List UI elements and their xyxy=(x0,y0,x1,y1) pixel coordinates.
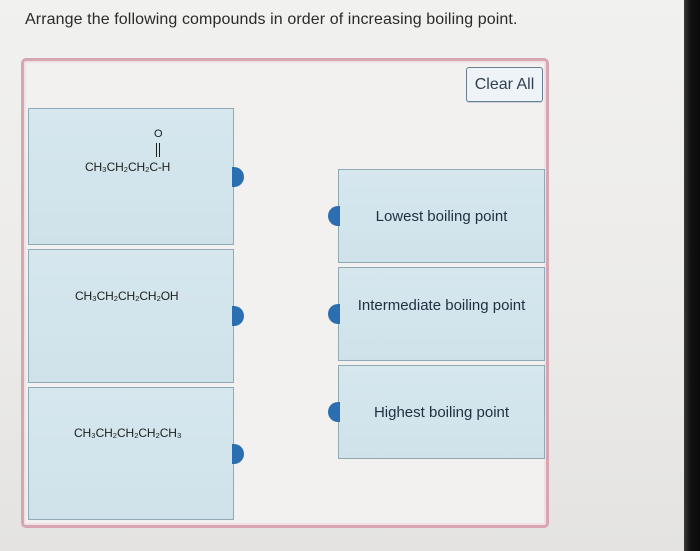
compound-formula: CH₃CH₂CH₂C-H xyxy=(85,160,171,174)
target-label: Intermediate boiling point xyxy=(357,297,526,314)
compound-formula: CH₃CH₂CH₂CH₂OH xyxy=(75,289,179,303)
question-prompt: Arrange the following compounds in order… xyxy=(25,11,518,28)
compound-card-butanol[interactable]: CH₃CH₂CH₂CH₂OH xyxy=(28,249,234,383)
compound-formula: CH₃CH₂CH₂CH₂CH₃ xyxy=(74,426,182,440)
compound-card-butanal[interactable]: O CH₃CH₂CH₂C-H xyxy=(28,108,234,245)
target-slot-lowest[interactable]: Lowest boiling point xyxy=(338,169,545,263)
target-label: Highest boiling point xyxy=(373,404,510,421)
double-bond-icon xyxy=(156,143,160,157)
screen-edge xyxy=(684,0,700,551)
target-slot-highest[interactable]: Highest boiling point xyxy=(338,365,545,459)
target-label: Lowest boiling point xyxy=(375,208,508,225)
carbonyl-oxygen-label: O xyxy=(154,128,163,140)
clear-all-button[interactable]: Clear All xyxy=(466,67,543,102)
target-slot-intermediate[interactable]: Intermediate boiling point xyxy=(338,267,545,361)
compound-card-pentane[interactable]: CH₃CH₂CH₂CH₂CH₃ xyxy=(28,387,234,520)
